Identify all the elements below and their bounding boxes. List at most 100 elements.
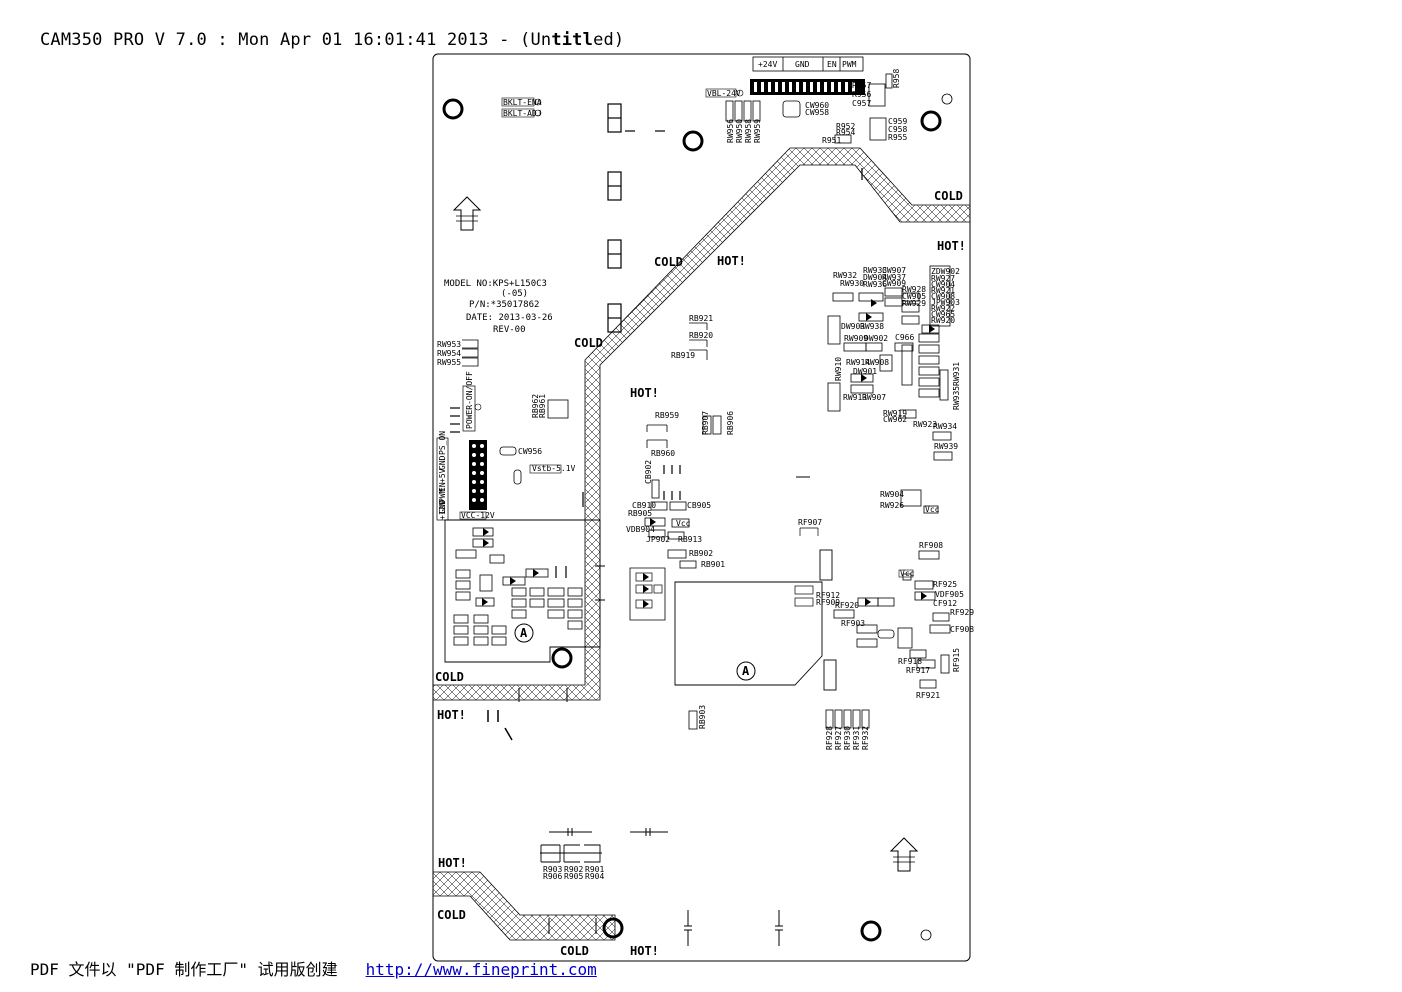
ref-c959: C959 xyxy=(888,117,907,126)
ref-rw935: RW935 xyxy=(952,386,961,410)
ref-r956: R956 xyxy=(852,90,871,99)
mount-hole-5 xyxy=(602,917,624,939)
ref-rw921: RW921 xyxy=(931,286,955,295)
ref-r954: R954 xyxy=(836,128,855,137)
ref-rw929: RW929 xyxy=(902,299,926,308)
ref-rb903: RB903 xyxy=(698,705,707,729)
ref-rw913: RW913 xyxy=(843,393,867,402)
ref-rw926: RW926 xyxy=(880,501,904,510)
zone-cold-bottom-mid: COLD xyxy=(560,944,589,958)
ref-cw907: CW907 xyxy=(882,266,906,275)
zone-hot-bottom-right: HOT! xyxy=(630,944,659,958)
ref-dw901: DW901 xyxy=(853,367,877,376)
part-number: P/N:*35017862 xyxy=(469,300,539,310)
ref-r906: R906 xyxy=(543,872,562,881)
ref-rw922: RW922 xyxy=(931,304,955,313)
ref-rf907: RF907 xyxy=(798,518,822,527)
ref-rw939: RW939 xyxy=(934,442,958,451)
ref-rw931: RW931 xyxy=(952,362,961,386)
ref-cw962: CW962 xyxy=(883,415,907,424)
ref-cw904: CW904 xyxy=(931,280,955,289)
conn-gnd-2: GND xyxy=(438,499,447,514)
bklt-ena-label: BKLT-ENA xyxy=(503,98,542,107)
zone-hot-bottom: HOT! xyxy=(438,856,467,870)
ref-rw932: RW932 xyxy=(833,271,857,280)
fiducial-1 xyxy=(941,93,953,105)
board-rev: REV-00 xyxy=(493,325,526,335)
ref-vdf905: VDF905 xyxy=(935,590,964,599)
title-bold: titl xyxy=(551,30,594,50)
ref-rw920: RW920 xyxy=(931,316,955,325)
power-switch-label: POWER-ON/OFF xyxy=(465,371,474,429)
marker-a-center-text: A xyxy=(742,664,750,678)
vstb-label: Vstb-5.1V xyxy=(532,464,576,473)
fiducial-2 xyxy=(920,929,932,941)
ref-rf920: RF920 xyxy=(835,601,859,610)
ref-rf928: RF928 xyxy=(825,726,834,750)
ref-rw954: RW954 xyxy=(437,349,461,358)
ref-rw923: RW923 xyxy=(913,420,937,429)
ref-rw914: RW914 xyxy=(846,358,870,367)
ref-rw937: RW937 xyxy=(882,273,906,282)
ref-cw905: CW905 xyxy=(902,292,926,301)
zone-hot-lower-left: HOT! xyxy=(437,708,466,722)
ref-rb919: RB919 xyxy=(671,351,695,360)
ref-cf912: CF912 xyxy=(933,599,957,608)
ref-rf929: RF929 xyxy=(950,608,974,617)
ref-rb960: RB960 xyxy=(651,449,675,458)
ref-cf908: CF908 xyxy=(950,625,974,634)
ref-cw956: CW956 xyxy=(518,447,542,456)
vcc-label-1: Vcc xyxy=(676,519,691,528)
ref-rb906: RB906 xyxy=(726,411,735,435)
ref-rw908: RW908 xyxy=(865,358,889,367)
ref-rw953: RW953 xyxy=(437,340,461,349)
ref-rf917: RF917 xyxy=(906,666,930,675)
ref-cw909: CW909 xyxy=(882,279,906,288)
ref-dw904: DW904 xyxy=(863,273,887,282)
mount-hole-4 xyxy=(551,647,573,669)
ref-rf927: RF927 xyxy=(834,726,843,750)
ref-rb959: RB959 xyxy=(655,411,679,420)
marker-a-center xyxy=(736,661,756,681)
ref-rf925: RF925 xyxy=(933,580,957,589)
arrow-up-icon-2 xyxy=(889,837,919,872)
ref-r957: R957 xyxy=(852,81,871,90)
ref-rf903: RF903 xyxy=(841,619,865,628)
ref-rf921: RF921 xyxy=(916,691,940,700)
fineprint-link[interactable]: http://www.fineprint.com xyxy=(365,960,597,979)
ref-rf918: RF918 xyxy=(898,657,922,666)
conn-5v: +5V xyxy=(438,468,447,483)
model-sub: (-05) xyxy=(501,289,528,299)
conn-label-24v: +24V xyxy=(758,60,777,69)
model-number: MODEL NO:KPS+L150C3 xyxy=(444,279,547,289)
zone-cold-top-right: COLD xyxy=(934,189,963,203)
ref-rb961: RB961 xyxy=(538,394,547,418)
ref-rw930: RW930 xyxy=(840,279,864,288)
marker-a-left-text: A xyxy=(520,626,528,640)
zone-cold-lower-left: COLD xyxy=(435,670,464,684)
ref-rf932: RF932 xyxy=(861,726,870,750)
ref-dw902: DW902 xyxy=(864,334,888,343)
ref-rw938: RW938 xyxy=(860,322,884,331)
ref-rb901: RB901 xyxy=(701,560,725,569)
ref-rb905: RB905 xyxy=(628,509,652,518)
ref-rw959: RW959 xyxy=(753,119,762,143)
ref-rf908: RF908 xyxy=(919,541,943,550)
mount-hole-3 xyxy=(920,110,942,132)
ref-rw909: RW909 xyxy=(844,334,868,343)
ref-c966: C966 xyxy=(895,333,914,342)
ref-r903: R903 xyxy=(543,865,562,874)
conn-label-gnd: GND xyxy=(795,60,810,69)
mount-hole-1 xyxy=(442,98,464,120)
marker-a-left xyxy=(514,623,534,643)
left-connector-pins xyxy=(469,440,487,510)
vcc-label-3: Vcc xyxy=(900,569,915,578)
ref-rw950: RW950 xyxy=(735,119,744,143)
ref-dw903: DW903 xyxy=(841,322,865,331)
title-suffix: ed) xyxy=(593,30,625,50)
ref-rw934: RW934 xyxy=(933,422,957,431)
ref-r951: R951 xyxy=(822,136,841,145)
ref-rb920: RB920 xyxy=(689,331,713,340)
footer-text: PDF 文件以 "PDF 制作工厂" 试用版创建 xyxy=(30,960,338,979)
